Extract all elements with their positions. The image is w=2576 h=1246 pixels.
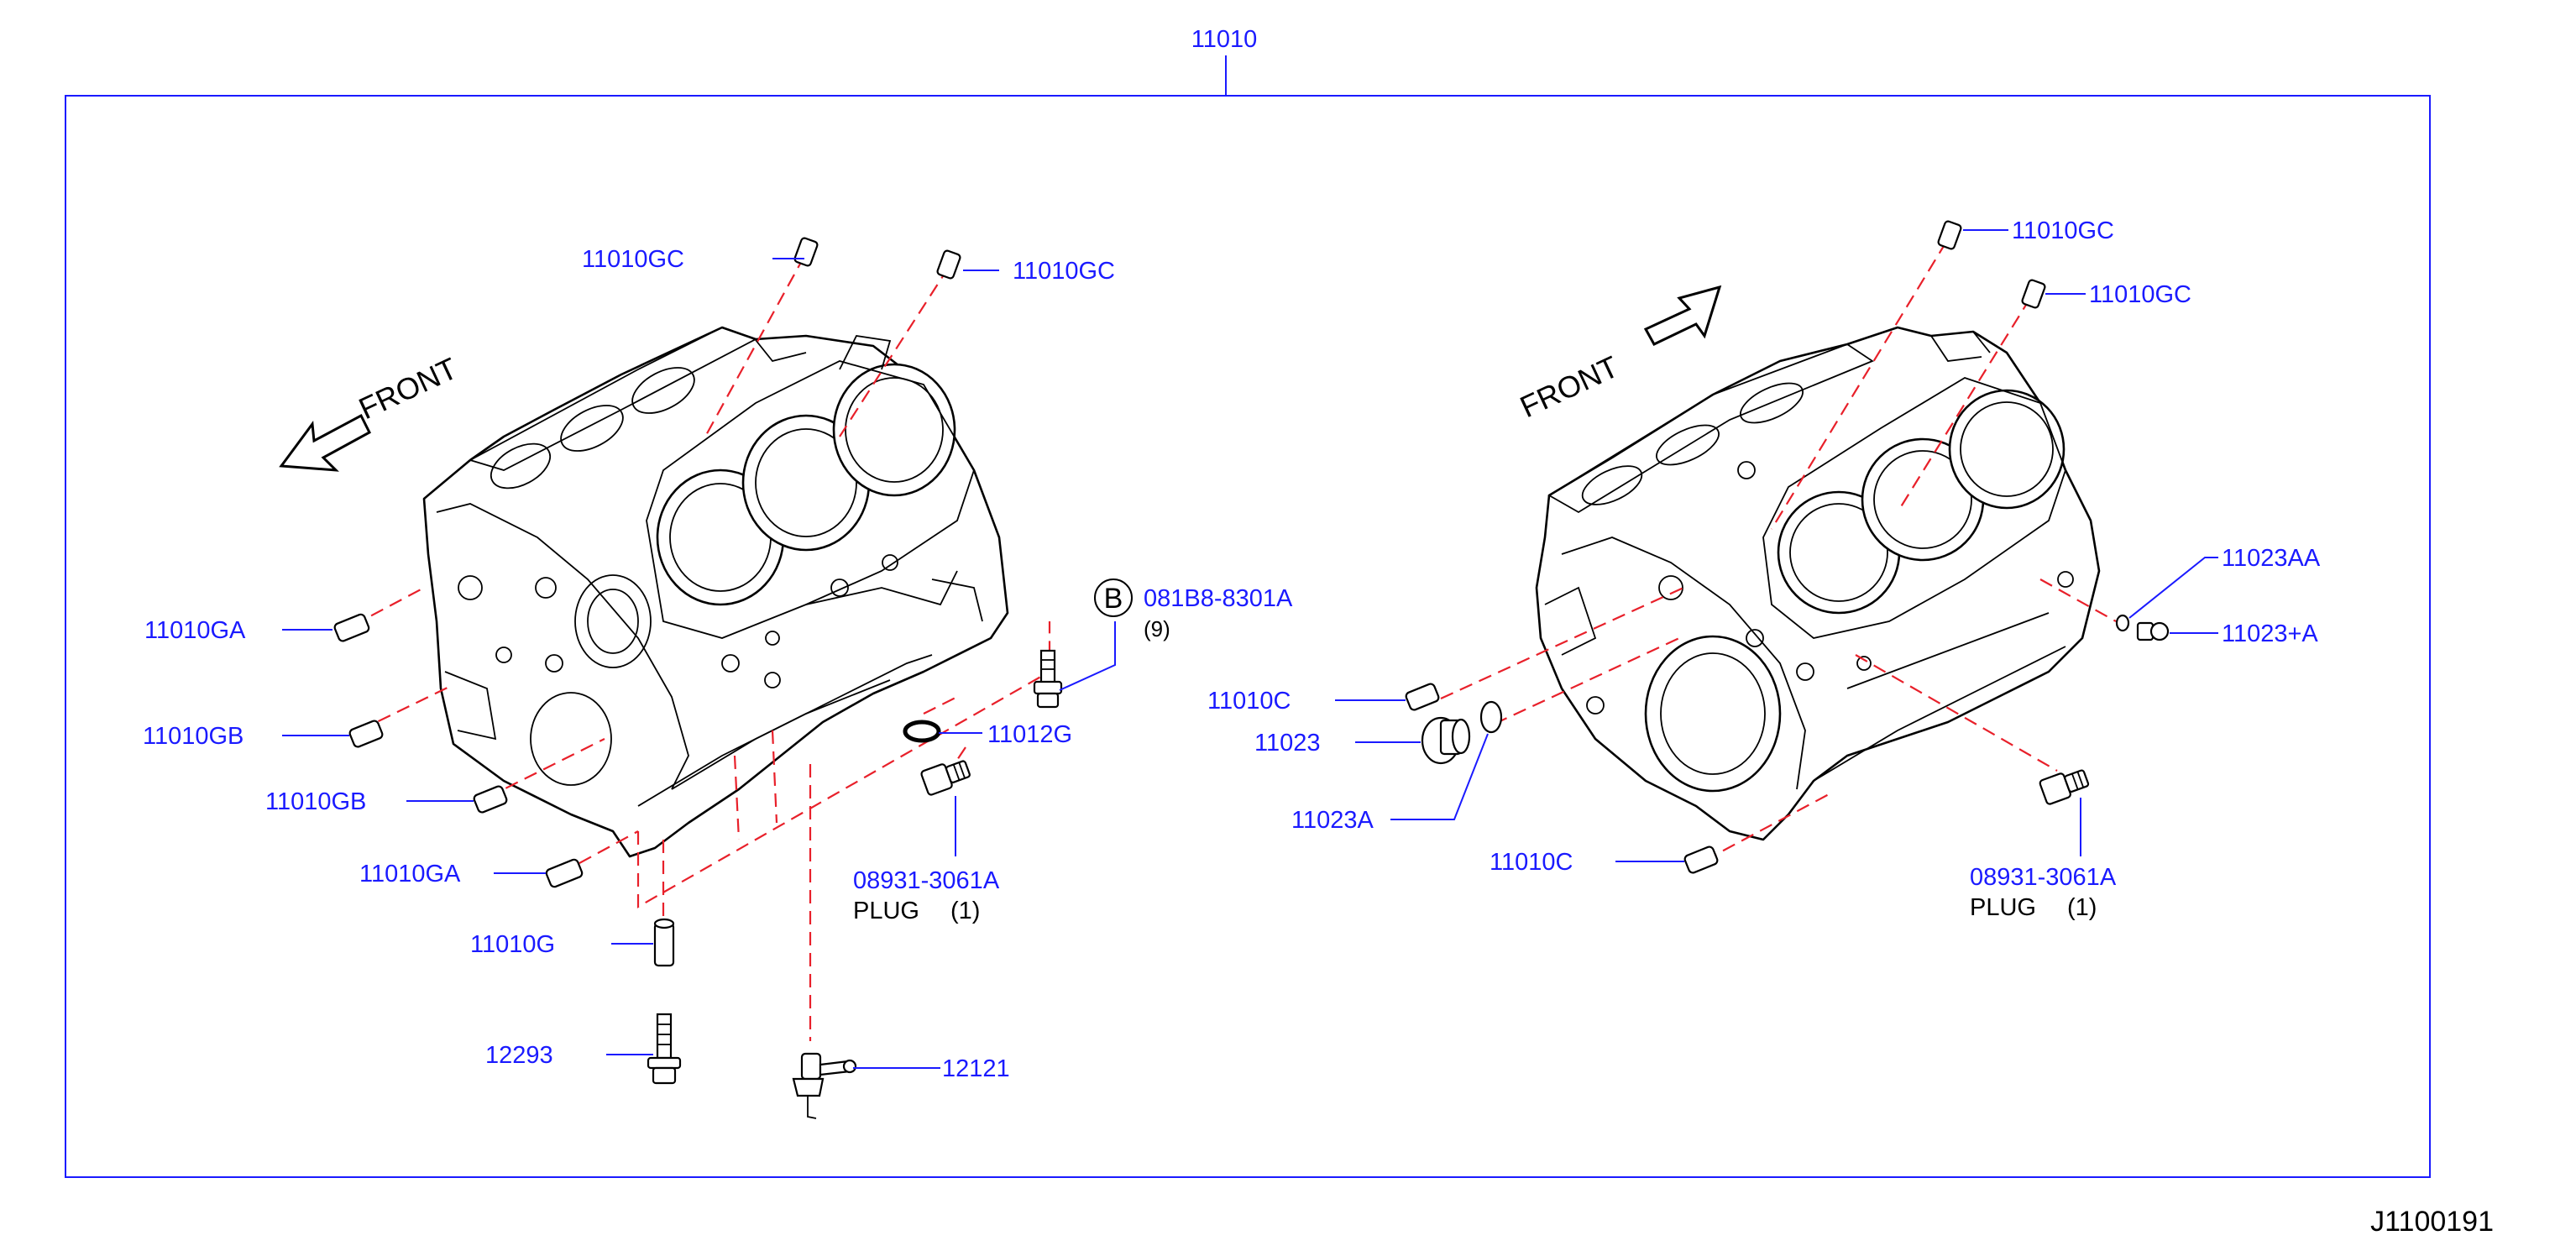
- oil-jet-12121-icon: [792, 1052, 857, 1119]
- dowel-gc-right-icon: [936, 249, 961, 280]
- callout-left-11010ga-lower[interactable]: 11010GA: [359, 861, 461, 887]
- callout-right-11023aa[interactable]: 11023AA: [2222, 545, 2321, 572]
- right-front-label: FRONT: [1515, 349, 1624, 425]
- callout-right-plug-name: PLUG: [1970, 894, 2036, 921]
- callout-left-plug-name: PLUG: [853, 898, 919, 924]
- washer-11023a-icon: [1479, 700, 1503, 734]
- callout-left-plug-qty: (1): [950, 898, 980, 924]
- dowel-c-lower-icon: [1683, 846, 1719, 874]
- left-small-parts: [333, 237, 1063, 1119]
- plug-left-icon: [920, 760, 971, 796]
- assembly-frame: [65, 95, 2431, 1178]
- left-engine-block: [422, 326, 1009, 858]
- plug-11023-icon: [1421, 716, 1471, 765]
- callout-right-plug-qty: (1): [2067, 894, 2097, 921]
- callout-left-12293[interactable]: 12293: [485, 1042, 553, 1069]
- callout-right-11023[interactable]: 11023: [1254, 730, 1321, 756]
- right-dashed-guides: [1440, 241, 2117, 861]
- callout-left-11010gc-b[interactable]: 11010GC: [1013, 258, 1115, 285]
- callout-right-11010c-upper[interactable]: 11010C: [1207, 688, 1291, 715]
- front-arrow-icon: [279, 413, 371, 472]
- callout-left-11010gc-a[interactable]: 11010GC: [582, 246, 684, 273]
- dowel-gb-lower-icon: [473, 785, 508, 814]
- washer-11023aa-icon: [2115, 614, 2130, 632]
- callout-left-081b8[interactable]: 081B8-8301A: [1144, 585, 1293, 612]
- right-leaders: [1335, 229, 2218, 862]
- plug-right-icon: [2039, 769, 2090, 805]
- bolt-b-icon: [1033, 649, 1063, 709]
- left-front-label: FRONT: [353, 351, 463, 427]
- dowel-gc-right-a-icon: [1937, 220, 1962, 250]
- ref-b-circle: [1094, 578, 1133, 617]
- callout-right-11010gc-a[interactable]: 11010GC: [2012, 217, 2114, 244]
- callout-right-11010gc-b[interactable]: 11010GC: [2089, 281, 2191, 308]
- dowel-ga-upper-icon: [333, 613, 370, 642]
- plug-11023-plus-a-icon: [2136, 621, 2170, 641]
- right-labels: 11010GC 11010GC 11023AA 11023+A 11010C 1…: [1207, 217, 2321, 921]
- callout-right-11023a[interactable]: 11023A: [1291, 807, 1374, 834]
- dowel-gc-left-icon: [793, 237, 819, 267]
- callout-right-11023-plus-a[interactable]: 11023+A: [2222, 620, 2318, 647]
- ref-b-letter: B: [1104, 583, 1123, 615]
- callout-left-11010ga-upper[interactable]: 11010GA: [144, 617, 246, 644]
- callout-left-081b8-qty: (9): [1144, 616, 1170, 641]
- callout-left-11010gb-upper[interactable]: 11010GB: [143, 723, 243, 750]
- front-arrow-icon-right: [1643, 285, 1722, 346]
- sleeve-g-icon: [653, 922, 675, 967]
- right-small-parts: [1405, 220, 2170, 874]
- callout-left-plug-part[interactable]: 08931-3061A: [853, 867, 1000, 894]
- right-front-arrow: FRONT: [1515, 285, 1722, 425]
- callout-right-11010c-lower[interactable]: 11010C: [1490, 849, 1573, 876]
- callout-left-11010g[interactable]: 11010G: [470, 931, 555, 958]
- left-front-arrow: FRONT: [279, 351, 463, 472]
- dowel-c-upper-icon: [1405, 683, 1440, 711]
- assembly-part-number[interactable]: 11010: [1191, 26, 1258, 53]
- left-leaders: [282, 258, 1116, 1069]
- oring-11012g-icon: [903, 720, 941, 743]
- dowel-gc-right-b-icon: [2021, 279, 2046, 309]
- callout-left-11012g[interactable]: 11012G: [987, 721, 1072, 748]
- diagram-code: J1100191: [2370, 1206, 2494, 1238]
- left-labels: 11010GC 11010GC 11010GA 11010GB 11010GB …: [143, 246, 1293, 1082]
- bolt-12293-icon: [647, 1013, 682, 1085]
- callout-right-plug-part[interactable]: 08931-3061A: [1970, 864, 2117, 891]
- callout-left-12121[interactable]: 12121: [942, 1055, 1010, 1082]
- dowel-gb-upper-icon: [348, 720, 384, 748]
- dowel-ga-lower-icon: [545, 858, 584, 888]
- right-engine-block: [1535, 326, 2101, 841]
- callout-left-11010gb-lower[interactable]: 11010GB: [265, 788, 366, 815]
